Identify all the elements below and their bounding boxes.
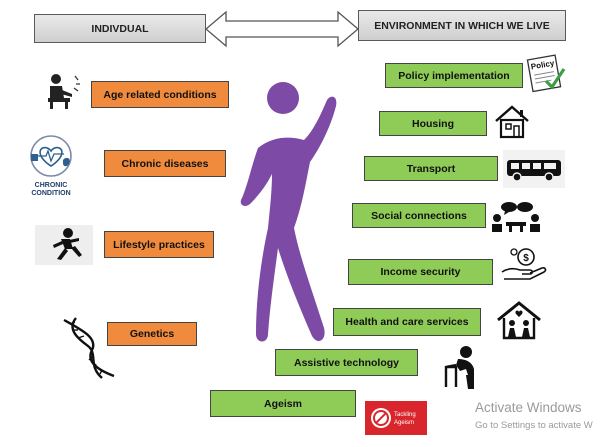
environment-box-ageism: Ageism: [210, 390, 356, 417]
double-arrow-icon: [204, 10, 360, 48]
environment-label: Policy implementation: [398, 69, 510, 82]
bus-icon: [503, 150, 565, 188]
header-environment-label: ENVIRONMENT IN WHICH WE LIVE: [374, 19, 550, 32]
tackling-ageism-icon: Tackling Ageism: [365, 401, 427, 435]
chronic-condition-icon-text: CONDITION: [31, 190, 70, 197]
environment-label: Assistive technology: [293, 356, 400, 369]
environment-box-transport: Transport: [364, 156, 498, 181]
people-talking-icon: [492, 202, 540, 232]
individual-box-chronic-diseases: Chronic diseases: [104, 150, 226, 177]
individual-box-age-related-conditions: Age related conditions: [91, 81, 229, 108]
person-figure-icon: [240, 82, 337, 342]
environment-label: Housing: [412, 117, 454, 130]
svg-text:$: $: [523, 253, 529, 264]
activate-windows-title: Activate Windows: [475, 400, 582, 415]
individual-label: Age related conditions: [103, 88, 217, 101]
policy-document-icon: Policy: [526, 54, 566, 93]
environment-box-assistive-technology: Assistive technology: [275, 349, 418, 376]
house-icon: [495, 105, 529, 139]
environment-label: Income security: [380, 266, 461, 278]
elderly-person-icon: [48, 74, 80, 109]
environment-label: Social connections: [371, 209, 467, 222]
header-individual-label: INDIVDUAL: [91, 22, 149, 35]
tackling-ageism-icon-text: Ageism: [394, 420, 414, 426]
hand-money-icon: $: [501, 248, 547, 280]
environment-label: Transport: [406, 162, 456, 175]
environment-label: Ageism: [264, 397, 302, 410]
environment-box-housing: Housing: [379, 111, 487, 136]
individual-box-genetics: Genetics: [107, 322, 197, 346]
dna-icon: [63, 317, 115, 379]
environment-box-policy-implementation: Policy implementation: [385, 63, 523, 88]
environment-box-income-security: Income security: [348, 259, 493, 285]
house-care-icon: [497, 301, 541, 340]
individual-label: Lifestyle practices: [113, 238, 205, 251]
chronic-condition-icon: CHRONIC CONDITION: [30, 135, 72, 197]
header-environment: ENVIRONMENT IN WHICH WE LIVE: [358, 10, 566, 41]
environment-box-health-and-care-services: Health and care services: [333, 308, 481, 336]
environment-label: Health and care services: [345, 316, 469, 328]
tackling-ageism-icon-text: Tackling: [394, 412, 416, 418]
header-individual: INDIVDUAL: [34, 14, 206, 43]
policy-document-icon-text: Policy: [530, 58, 555, 71]
running-person-icon: [35, 225, 93, 265]
individual-box-lifestyle-practices: Lifestyle practices: [104, 231, 214, 258]
walker-person-icon: [444, 346, 474, 389]
individual-label: Genetics: [129, 328, 175, 340]
individual-label: Chronic diseases: [121, 157, 209, 170]
chronic-condition-icon-text: CHRONIC: [35, 182, 68, 189]
environment-box-social-connections: Social connections: [352, 203, 486, 228]
activate-windows-subtitle: Go to Settings to activate W: [475, 420, 593, 431]
